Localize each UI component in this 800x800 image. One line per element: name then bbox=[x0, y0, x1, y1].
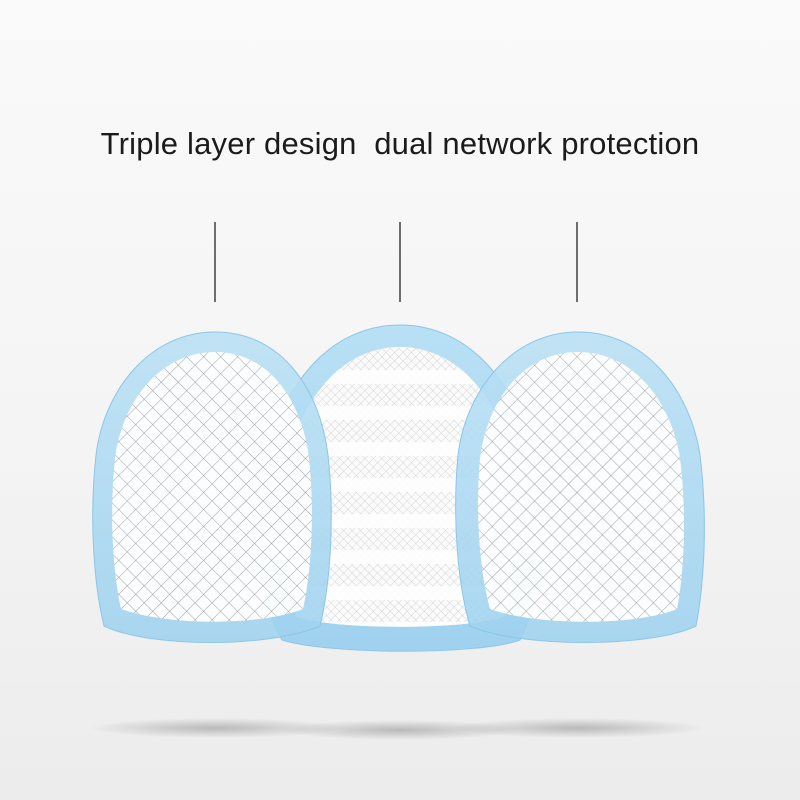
product-caption: Triple layer design dual network protect… bbox=[100, 126, 700, 161]
right-racket-head bbox=[455, 331, 705, 643]
right-racket-shadow bbox=[453, 718, 703, 738]
left-racket-head bbox=[92, 331, 332, 643]
left-racket-shadow bbox=[90, 718, 340, 738]
